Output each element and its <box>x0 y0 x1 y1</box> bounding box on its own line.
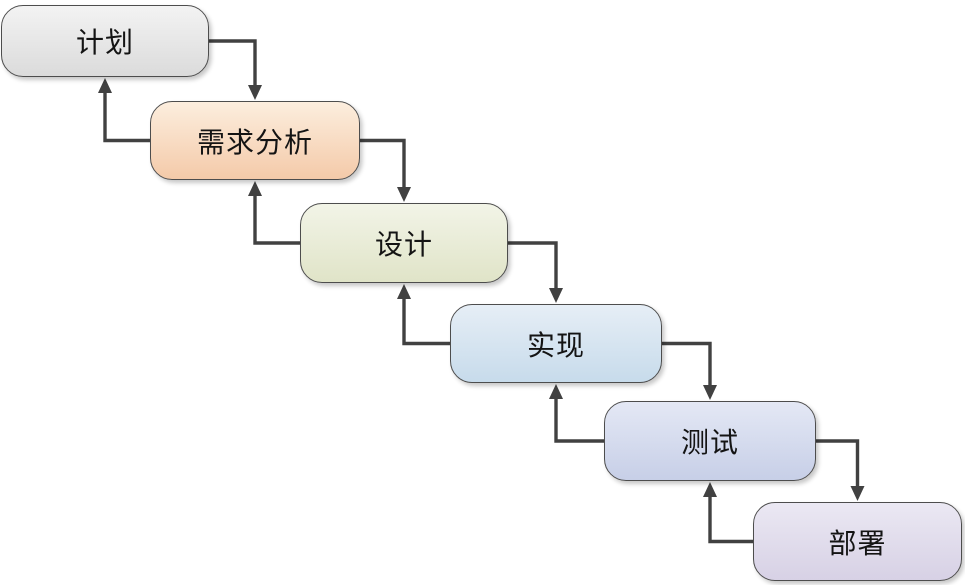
arrow-line-testing-to-deployment <box>816 439 860 486</box>
node-testing: 测试 <box>604 401 816 481</box>
node-label-plan: 计划 <box>75 27 134 58</box>
arrowhead-implementation-to-testing <box>703 385 717 400</box>
node-label-testing: 测试 <box>680 427 739 458</box>
node-deployment: 部署 <box>753 502 962 581</box>
arrowhead-requirements-to-design <box>397 187 411 202</box>
node-implementation: 实现 <box>450 304 662 383</box>
node-label-design: 设计 <box>374 229 433 260</box>
arrow-line-implementation-to-design <box>402 299 450 346</box>
arrowhead-design-to-implementation <box>549 288 563 303</box>
arrow-line-requirements-to-plan <box>103 93 150 143</box>
arrowhead-plan-to-requirements <box>248 85 262 100</box>
arrowhead-testing-to-deployment <box>850 486 865 501</box>
node-label-implementation: 实现 <box>526 329 585 361</box>
arrow-line-plan-to-requirements <box>209 39 257 85</box>
arrow-line-design-to-requirements <box>253 196 300 245</box>
arrow-line-deployment-to-testing <box>708 497 753 544</box>
node-label-requirements: 需求分析 <box>196 126 313 158</box>
arrowhead-testing-to-implementation <box>549 384 563 399</box>
arrowhead-deployment-to-testing <box>703 482 717 497</box>
arrowhead-design-to-requirements <box>248 181 262 196</box>
node-label-deployment: 部署 <box>828 527 887 559</box>
arrowhead-implementation-to-design <box>397 284 411 299</box>
arrowhead-requirements-to-plan <box>98 78 112 93</box>
arrow-line-testing-to-implementation <box>554 399 604 443</box>
arrow-line-design-to-implementation <box>508 241 558 288</box>
arrow-line-requirements-to-design <box>360 138 406 187</box>
node-design: 设计 <box>300 203 508 283</box>
node-plan: 计划 <box>1 5 209 77</box>
arrow-line-implementation-to-testing <box>662 341 712 385</box>
node-requirements: 需求分析 <box>150 101 360 180</box>
